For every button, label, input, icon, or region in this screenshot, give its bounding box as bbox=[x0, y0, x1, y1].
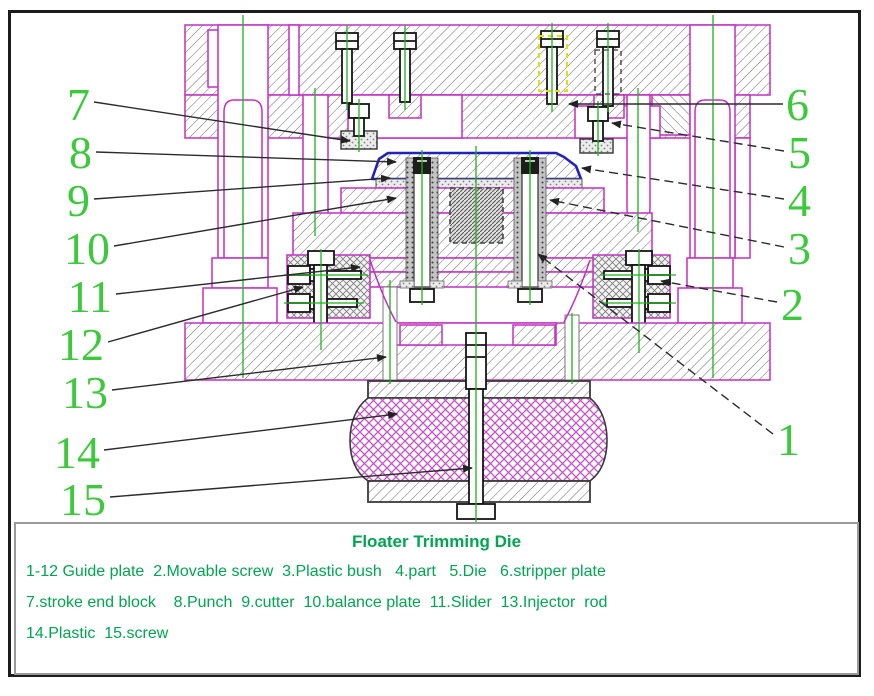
leader-line-8 bbox=[95, 151, 397, 166]
leader-line-9 bbox=[93, 174, 391, 200]
part-label-3: 3 bbox=[549, 197, 811, 274]
part-label-8: 8 bbox=[69, 127, 397, 178]
leader-line-7 bbox=[93, 101, 351, 144]
part-label-15: 15 bbox=[60, 464, 473, 525]
leader-line-15 bbox=[109, 464, 473, 498]
plastic-bush bbox=[429, 157, 439, 288]
plastic-bush bbox=[537, 157, 547, 288]
part-label-10: 10 bbox=[64, 195, 397, 274]
upper-die-set bbox=[184, 24, 771, 259]
legend-line-3: 14.Plastic 15.screw bbox=[26, 625, 169, 642]
leader-line-5 bbox=[611, 120, 785, 152]
callout-number-5: 5 bbox=[788, 127, 811, 178]
callout-number-14: 14 bbox=[54, 427, 100, 478]
part-label-4: 4 bbox=[581, 165, 811, 226]
callout-number-11: 11 bbox=[68, 271, 112, 322]
callout-number-2: 2 bbox=[781, 279, 804, 330]
highlight-box-yellow bbox=[538, 35, 568, 92]
callout-number-6: 6 bbox=[786, 79, 809, 130]
legend-title: Floater Trimming Die bbox=[351, 532, 522, 551]
leader-line-1 bbox=[537, 253, 774, 435]
part-label-6: 6 bbox=[568, 79, 809, 130]
part-label-5: 5 bbox=[611, 120, 811, 178]
part-label-2: 2 bbox=[660, 278, 804, 330]
legend-line-1: 1-12 Guide plate 2.Movable screw 3.Plast… bbox=[26, 563, 606, 580]
leader-line-12 bbox=[107, 285, 304, 343]
callout-number-8: 8 bbox=[69, 127, 92, 178]
leader-line-2 bbox=[660, 278, 778, 303]
callout-number-15: 15 bbox=[60, 474, 106, 525]
leader-line-11 bbox=[115, 264, 361, 295]
leader-line-4 bbox=[581, 165, 785, 200]
leader-line-10 bbox=[113, 195, 397, 247]
plastic-bush bbox=[513, 157, 523, 288]
plastic-bush bbox=[405, 157, 415, 288]
leader-line-14 bbox=[103, 411, 398, 451]
callout-number-3: 3 bbox=[788, 223, 811, 274]
legend-box: Floater Trimming Die 1-12 Guide plate 2.… bbox=[14, 522, 859, 675]
callout-number-12: 12 bbox=[58, 319, 104, 370]
callout-number-10: 10 bbox=[64, 223, 110, 274]
callout-number-7: 7 bbox=[67, 79, 90, 130]
leader-line-3 bbox=[549, 197, 785, 248]
part-label-13: 13 bbox=[62, 354, 387, 418]
floater-assembly bbox=[349, 332, 608, 520]
part-label-1: 1 bbox=[537, 253, 800, 465]
callout-number-13: 13 bbox=[62, 367, 108, 418]
part-label-7: 7 bbox=[67, 79, 351, 144]
callout-number-9: 9 bbox=[67, 175, 90, 226]
callout-number-4: 4 bbox=[788, 175, 811, 226]
part-label-12: 12 bbox=[58, 285, 304, 370]
center-lines bbox=[242, 15, 714, 528]
part-label-14: 14 bbox=[54, 411, 398, 478]
leader-line-13 bbox=[111, 354, 387, 391]
callout-number-1: 1 bbox=[777, 414, 800, 465]
legend-line-2: 7.stroke end block 8.Punch 9.cutter 10.b… bbox=[26, 594, 608, 611]
part-label-9: 9 bbox=[67, 174, 391, 226]
part-label-11: 11 bbox=[68, 264, 361, 322]
